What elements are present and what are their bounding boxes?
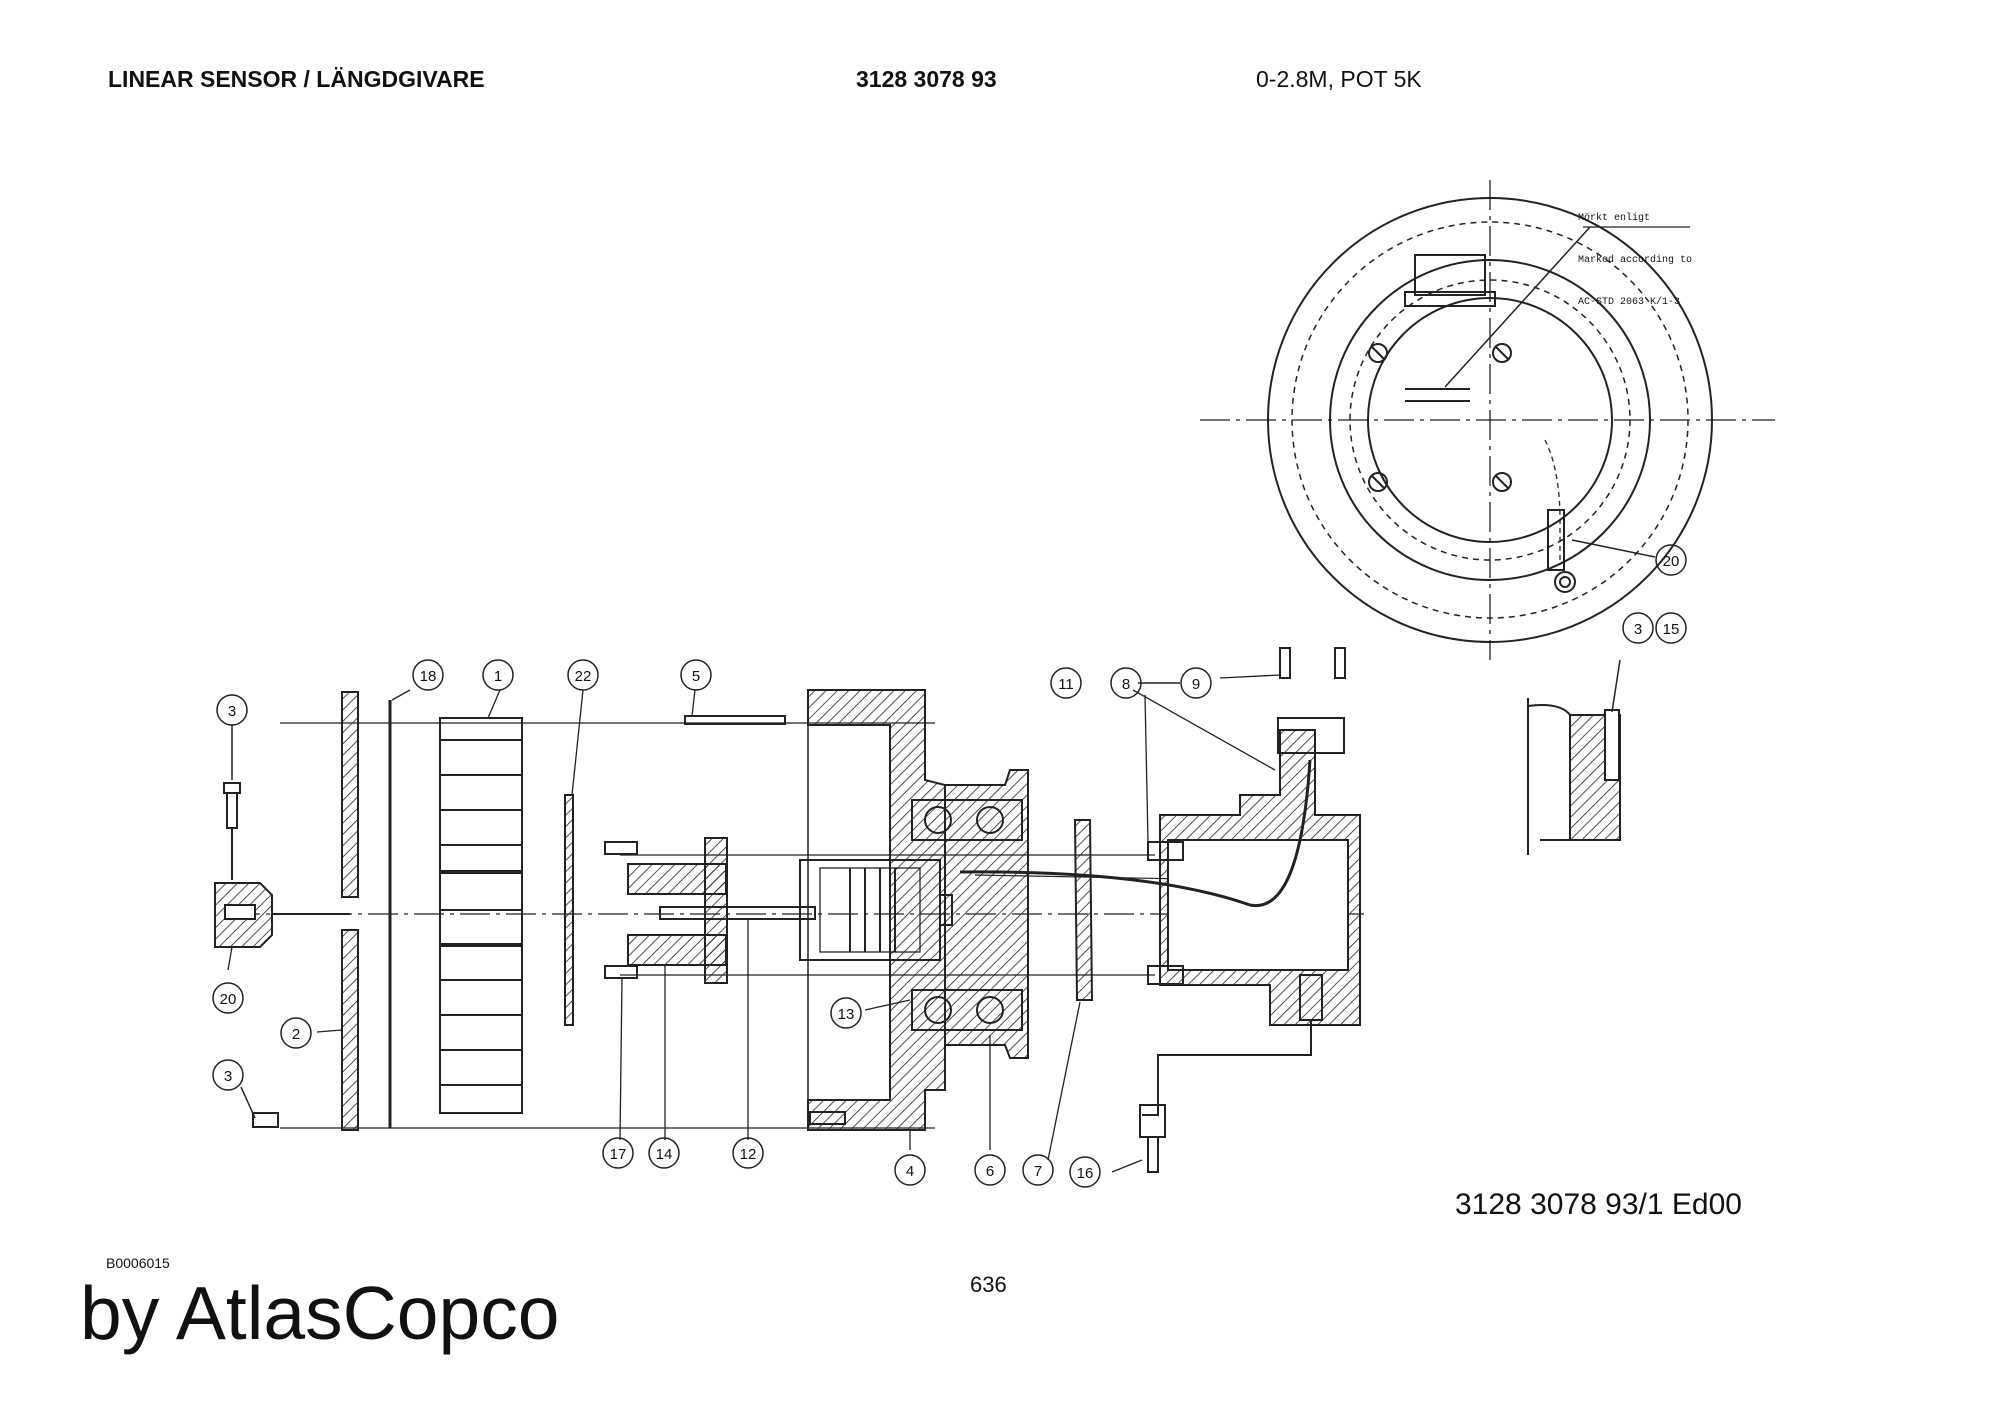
balloon-1: 1 xyxy=(494,668,502,685)
balloon-7: 7 xyxy=(1034,1163,1042,1180)
page-number: 636 xyxy=(970,1272,1007,1297)
document-title: LINEAR SENSOR / LÄNGDGIVARE xyxy=(108,66,485,92)
balloon-11: 11 xyxy=(1058,676,1074,693)
note-line: AC-STD 2063 K/1-3 xyxy=(1578,297,1681,308)
balloon-17: 17 xyxy=(610,1146,627,1163)
detail-view xyxy=(1527,659,1621,855)
balloon-13: 13 xyxy=(838,1006,855,1023)
document-code: B0006015 xyxy=(106,1255,170,1271)
note-line: Mörkt enligt xyxy=(1578,213,1651,224)
marking-note: Mörkt enligt Marked according to AC-STD … xyxy=(1578,184,1692,324)
balloon-9: 9 xyxy=(1192,676,1200,693)
item-balloons xyxy=(212,544,1687,1188)
balloon-2: 2 xyxy=(292,1026,300,1043)
balloon-labels: 18 1 22 5 3 11 8 9 3 15 20 20 2 3 13 17 … xyxy=(220,553,1680,1182)
balloon-5: 5 xyxy=(692,668,700,685)
part-number: 3128 3078 93 xyxy=(856,66,997,92)
balloon-3-detail: 3 xyxy=(1634,621,1642,638)
balloon-12: 12 xyxy=(740,1146,757,1163)
balloon-3-bottom: 3 xyxy=(224,1068,232,1085)
note-line: Marked according to xyxy=(1578,255,1693,266)
balloon-20-endview: 20 xyxy=(1663,553,1680,570)
balloon-14: 14 xyxy=(656,1146,673,1163)
section-view xyxy=(214,647,1365,1173)
drawing-number: 3128 3078 93/1 Ed00 xyxy=(1455,1188,1742,1221)
balloon-3-top: 3 xyxy=(228,703,236,720)
balloon-18: 18 xyxy=(420,668,437,685)
balloon-6: 6 xyxy=(986,1163,994,1180)
balloon-20-left: 20 xyxy=(220,991,237,1008)
balloon-4: 4 xyxy=(906,1163,914,1180)
balloon-15: 15 xyxy=(1663,621,1680,638)
brand-logo-text: by AtlasCopco xyxy=(80,1271,560,1355)
balloon-8: 8 xyxy=(1122,676,1130,693)
end-view xyxy=(1200,180,1775,660)
balloon-22: 22 xyxy=(575,668,592,685)
balloon-16: 16 xyxy=(1077,1165,1094,1182)
spec-text: 0-2.8M, POT 5K xyxy=(1256,66,1422,92)
